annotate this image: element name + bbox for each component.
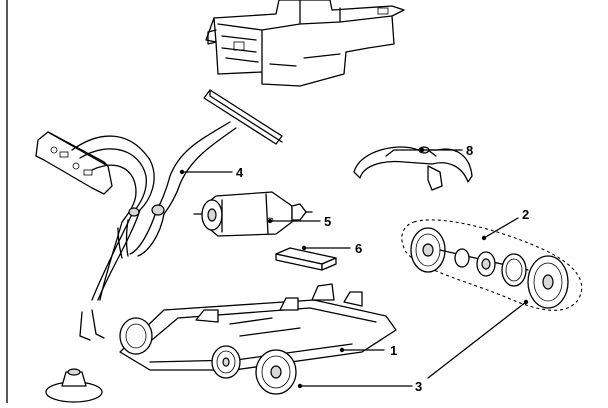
leader-dot — [301, 245, 307, 251]
leader-dot — [297, 383, 303, 389]
callout-6: 6 — [301, 241, 362, 256]
callout-1-label: 1 — [390, 343, 397, 358]
callout-6-label: 6 — [355, 241, 362, 256]
callout-3: 3 — [297, 299, 529, 394]
body-shell-part — [205, 0, 405, 87]
leader-dot — [339, 347, 345, 353]
callout-2: 2 — [481, 207, 529, 241]
adhesive-pad-part — [275, 247, 337, 271]
rear-axle-assembly-part — [401, 219, 583, 311]
switch-plate-part — [35, 131, 113, 195]
leader-dot — [523, 299, 529, 305]
leader-dot — [179, 169, 185, 175]
callout-8: 8 — [419, 143, 473, 158]
callout-4: 4 — [179, 165, 244, 180]
callout-8-label: 8 — [466, 143, 473, 158]
chassis-base-part — [119, 283, 397, 379]
callout-4-label: 4 — [236, 165, 244, 180]
callout-1: 1 — [339, 343, 397, 358]
callout-2-label: 2 — [522, 207, 529, 222]
callout-5-label: 5 — [324, 214, 331, 229]
wiring-harness-part — [71, 121, 237, 341]
sensor-strip-part — [203, 89, 283, 145]
gear-part — [45, 368, 103, 403]
leader-dot — [419, 147, 425, 153]
callout-3-label: 3 — [415, 379, 422, 394]
callout-5: 5 — [267, 214, 331, 229]
front-wheel-part — [255, 349, 297, 395]
motor-part — [193, 191, 313, 237]
axle-bracket-part — [353, 146, 473, 191]
leader-dot — [267, 218, 273, 224]
leader-dot — [481, 235, 487, 241]
